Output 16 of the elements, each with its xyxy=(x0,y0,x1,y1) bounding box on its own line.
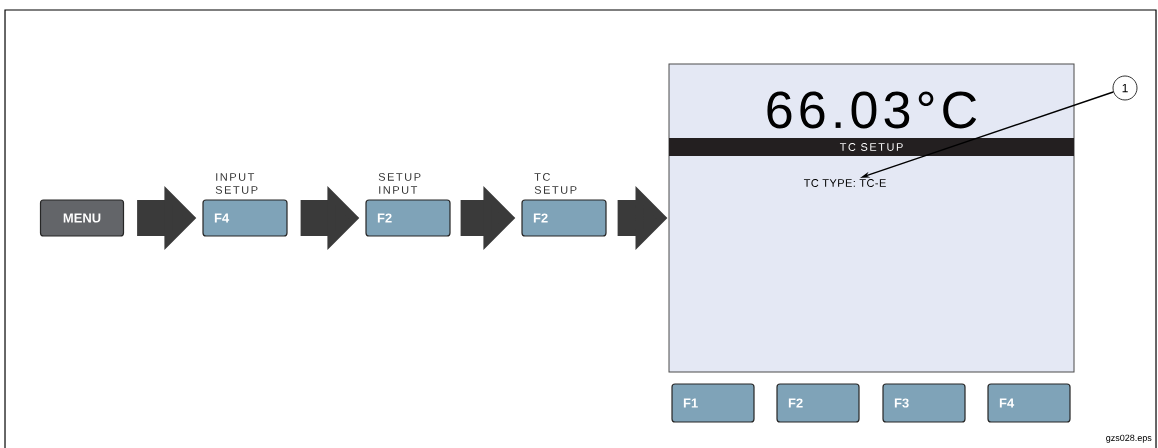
temperature-reading: 66.03°C xyxy=(767,91,977,129)
function-key: F2 xyxy=(776,383,860,423)
function-key: F2 xyxy=(521,199,607,237)
function-key: F4 xyxy=(987,383,1071,423)
file-name: gzs028.eps xyxy=(1106,434,1152,443)
menu-button: MENU xyxy=(39,199,125,237)
key-caption: TC SETUP xyxy=(534,173,577,194)
title-bar: TC SETUP xyxy=(669,138,1074,156)
key-caption: SETUP INPUT xyxy=(378,173,421,194)
setting-text: TC TYPE: TC-E xyxy=(803,179,886,187)
function-key: F2 xyxy=(365,199,451,237)
key-caption: INPUT SETUP xyxy=(215,173,258,194)
function-key: F1 xyxy=(671,383,755,423)
function-key: F3 xyxy=(882,383,966,423)
function-key: F4 xyxy=(202,199,288,237)
callout-number: 1 xyxy=(1112,75,1138,101)
